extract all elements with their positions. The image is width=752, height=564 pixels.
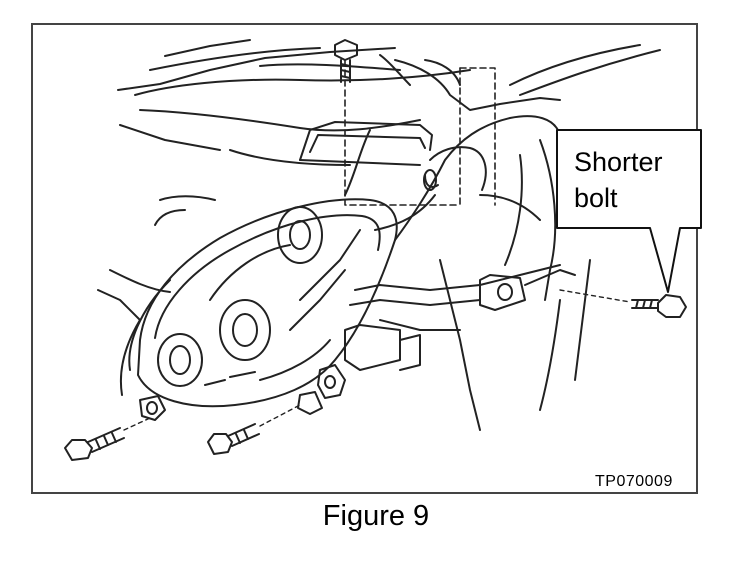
lower-left-bolt [64,417,151,461]
upper-body-panel [117,39,661,166]
callout-box-outline [556,129,702,293]
fender-frame [374,115,591,431]
upper-bracket [299,121,433,196]
headlamp-housing [119,198,398,408]
callout-label: Shorter bolt [574,147,663,213]
top-mounting-bolt [334,39,358,83]
core-support-dashed [344,59,496,206]
shorter-bolt [559,289,687,318]
figure-caption: Figure 9 [322,500,430,532]
lower-brackets [97,195,576,421]
reference-code: TP070009 [595,473,673,490]
lower-middle-bolt [207,404,301,455]
